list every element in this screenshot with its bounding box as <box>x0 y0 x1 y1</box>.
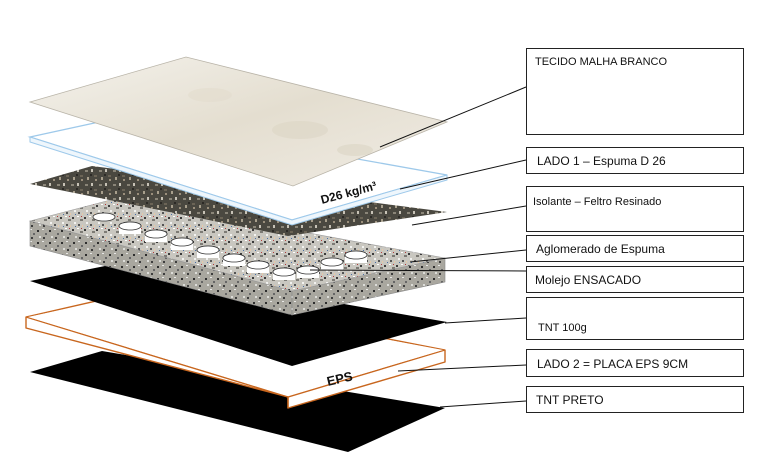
leader-line-aglomerado <box>409 249 527 263</box>
layer-tnt-preto <box>30 351 445 452</box>
label-text: TECIDO MALHA BRANCO <box>535 56 668 68</box>
label-lado-1-espuma: LADO 1 – Espuma D 26 <box>526 147 744 174</box>
label-tnt-preto: TNT PRETO <box>526 386 744 413</box>
label-tnt-100g: TNT 100g <box>526 297 744 340</box>
leader-lines <box>309 86 527 408</box>
label-text: TNT PRETO <box>536 393 604 407</box>
label-text: TNT 100g <box>538 322 587 334</box>
leader-line-tecido <box>379 86 527 148</box>
label-text: Aglomerado de Espuma <box>536 242 665 256</box>
leader-line-tnt-preto <box>439 400 527 408</box>
leader-line-espuma-d26 <box>399 159 527 190</box>
label-aglomerado-espuma: Aglomerado de Espuma <box>526 235 744 262</box>
label-lado-2-placa-eps: LADO 2 = PLACA EPS 9CM <box>526 349 744 377</box>
layer-tnt-100g <box>30 264 447 366</box>
label-tecido-malha-branco: TECIDO MALHA BRANCO <box>526 48 744 135</box>
eps-layer-text: EPS <box>325 368 354 389</box>
layer-tecido-malha <box>28 56 449 187</box>
leader-line-eps <box>397 364 527 372</box>
label-text: LADO 2 = PLACA EPS 9CM <box>537 357 689 371</box>
leader-line-feltro <box>411 205 527 226</box>
leader-line-molejo <box>309 269 527 272</box>
label-text: LADO 1 – Espuma D 26 <box>537 154 666 168</box>
leader-line-tnt-100g <box>444 317 527 324</box>
label-molejo-ensacado: Molejo ENSACADO <box>526 266 744 293</box>
label-isolante-feltro: Isolante – Feltro Resinado <box>526 186 744 232</box>
label-text: Molejo ENSACADO <box>535 273 642 287</box>
label-text: Isolante – Feltro Resinado <box>533 196 662 208</box>
